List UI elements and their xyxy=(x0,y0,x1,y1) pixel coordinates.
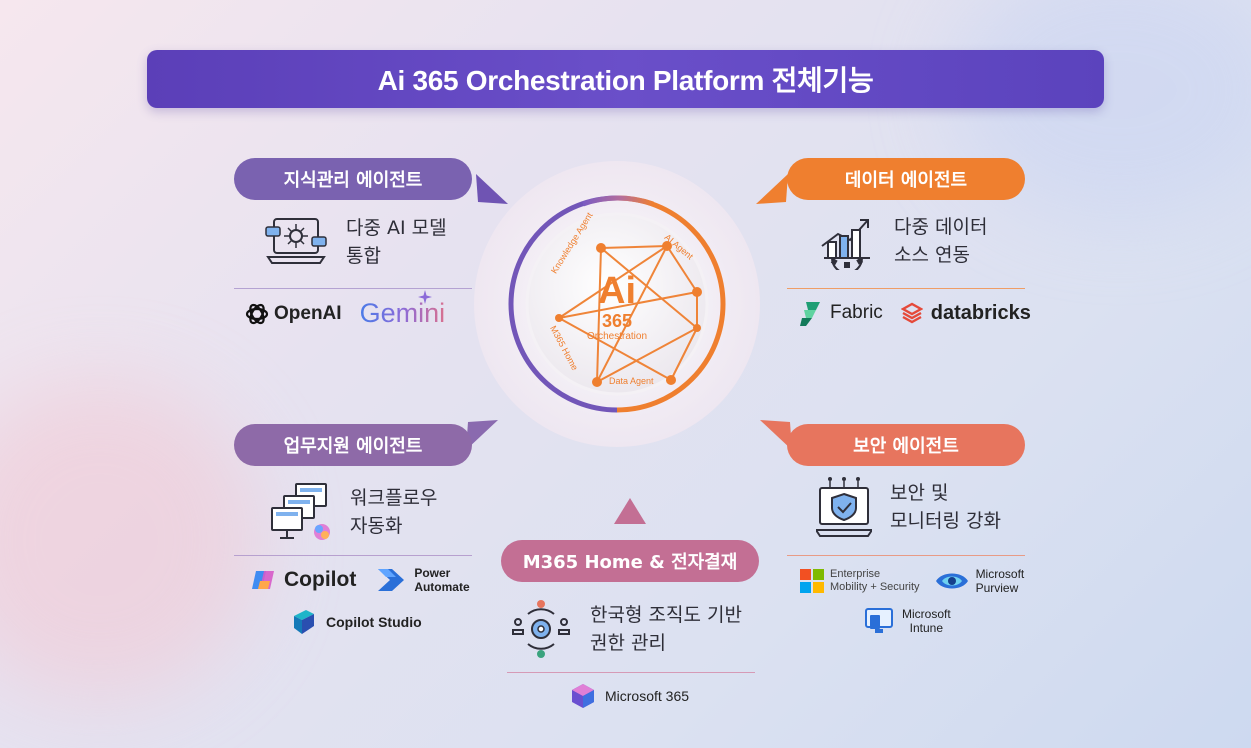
microsoft-365-icon xyxy=(572,684,594,708)
logo-power-automate-line2: Automate xyxy=(414,580,470,594)
title-banner: Ai 365 Orchestration Platform 전체기능 xyxy=(147,50,1104,108)
workflow-screens-icon xyxy=(271,483,330,540)
feature-work: 워크플로우 자동화 xyxy=(270,482,437,542)
feature-data: 다중 데이터 소스 연동 xyxy=(818,212,987,270)
logos-data: Fabric databricks xyxy=(798,300,1031,326)
power-automate-icon xyxy=(378,569,405,591)
pill-m365-label: M365 Home & 전자결재 xyxy=(522,552,738,573)
pill-security-agent: 보안 에이전트 xyxy=(787,424,1025,466)
divider xyxy=(234,555,472,556)
feature-security-line1: 보안 및 xyxy=(890,482,949,504)
logo-intune-line2: Intune xyxy=(909,621,944,635)
divider xyxy=(507,672,755,673)
logo-ems-line2: Mobility + Security xyxy=(830,581,920,593)
feature-m365-line2: 권한 관리 xyxy=(590,632,666,654)
org-permission-icon xyxy=(512,600,570,658)
logo-copilot: Copilot xyxy=(284,568,357,591)
arrow-security-icon xyxy=(760,420,792,450)
feature-security: 보안 및 모니터링 강화 xyxy=(816,476,1001,538)
security-monitor-icon xyxy=(816,477,872,537)
background-blob xyxy=(0,380,260,700)
feature-data-line1: 다중 데이터 xyxy=(894,216,988,238)
feature-security-line2: 모니터링 강화 xyxy=(890,510,1001,532)
copilot-icon xyxy=(252,571,274,589)
logo-power-automate-line1: Power xyxy=(414,566,451,580)
logo-fabric: Fabric xyxy=(830,302,883,323)
logo-intune: Microsoft Intune xyxy=(902,607,951,635)
center-emblem-graphic xyxy=(474,161,760,447)
arrow-work-icon xyxy=(466,420,498,450)
feature-work-line1: 워크플로우 xyxy=(350,487,438,509)
logos-work-row1: Copilot Power Automate xyxy=(250,566,470,594)
logos-knowledge: OpenAI Gemini xyxy=(244,290,446,329)
intune-icon xyxy=(865,608,893,633)
pill-work-agent: 업무지원 에이전트 xyxy=(234,424,472,466)
pill-data-agent: 데이터 에이전트 xyxy=(787,158,1025,200)
feature-work-line2: 자동화 xyxy=(350,515,403,537)
pill-data-label: 데이터 에이전트 xyxy=(844,170,968,191)
center-logo-subtitle: Orchestration xyxy=(586,331,648,342)
logo-gemini: Gemini xyxy=(359,298,446,328)
feature-data-line2: 소스 연동 xyxy=(894,244,970,266)
gemini-sparkle-icon xyxy=(418,290,432,304)
data-chart-gear-icon xyxy=(821,219,870,270)
logo-openai: OpenAI xyxy=(274,302,342,324)
feature-knowledge-line2: 통합 xyxy=(346,245,381,267)
laptop-ai-icon xyxy=(265,218,327,264)
pill-security-label: 보안 에이전트 xyxy=(853,436,959,457)
logo-ems: Enterprise Mobility + Security xyxy=(830,568,920,594)
feature-m365-line1: 한국형 조직도 기반 xyxy=(590,604,742,626)
feature-knowledge: 다중 AI 모델 통합 xyxy=(264,214,447,270)
logo-copilot-studio: Copilot Studio xyxy=(326,614,422,630)
divider xyxy=(234,288,472,289)
logos-security-row2: Microsoft Intune xyxy=(864,607,951,635)
arrow-data-icon xyxy=(756,174,788,204)
divider xyxy=(787,288,1025,289)
arrow-m365-icon xyxy=(614,498,646,524)
page-title: Ai 365 Orchestration Platform 전체기능 xyxy=(377,65,874,96)
logo-purview: Microsoft Purview xyxy=(976,567,1025,595)
logo-power-automate: Power Automate xyxy=(414,566,469,594)
feature-knowledge-line1: 다중 AI 모델 xyxy=(346,217,447,239)
copilot-studio-icon xyxy=(294,610,314,634)
center-emblem: Ai 365 Orchestration Knowledge Agent AI … xyxy=(473,160,761,448)
fabric-icon xyxy=(800,302,820,326)
logo-microsoft-365: Microsoft 365 xyxy=(605,688,690,704)
logos-work-row2: Copilot Studio xyxy=(290,608,422,636)
logo-ems-line1: Enterprise xyxy=(830,568,881,580)
pill-knowledge-label: 지식관리 에이전트 xyxy=(283,170,423,191)
logo-purview-line1: Microsoft xyxy=(975,567,1025,581)
openai-icon xyxy=(245,303,269,324)
arrow-knowledge-icon xyxy=(476,174,508,204)
center-logo-number: 365 xyxy=(601,311,633,331)
databricks-icon xyxy=(900,302,923,324)
logo-intune-line1: Microsoft xyxy=(902,607,951,621)
logo-databricks: databricks xyxy=(930,301,1031,324)
divider xyxy=(787,555,1025,556)
center-logo-ai: Ai xyxy=(598,270,636,312)
logos-m365: Microsoft 365 xyxy=(569,682,689,710)
pill-m365-home: M365 Home & 전자결재 xyxy=(501,540,759,582)
center-label-data: Data Agent xyxy=(609,376,654,386)
purview-icon xyxy=(935,573,968,589)
feature-m365: 한국형 조직도 기반 권한 관리 xyxy=(510,598,742,660)
logo-purview-line2: Purview xyxy=(975,581,1019,595)
logos-security-row1: Enterprise Mobility + Security Microsoft… xyxy=(800,567,1024,595)
microsoft-logo-icon xyxy=(800,569,824,593)
pill-knowledge-agent: 지식관리 에이전트 xyxy=(234,158,472,200)
pill-work-label: 업무지원 에이전트 xyxy=(283,436,423,457)
